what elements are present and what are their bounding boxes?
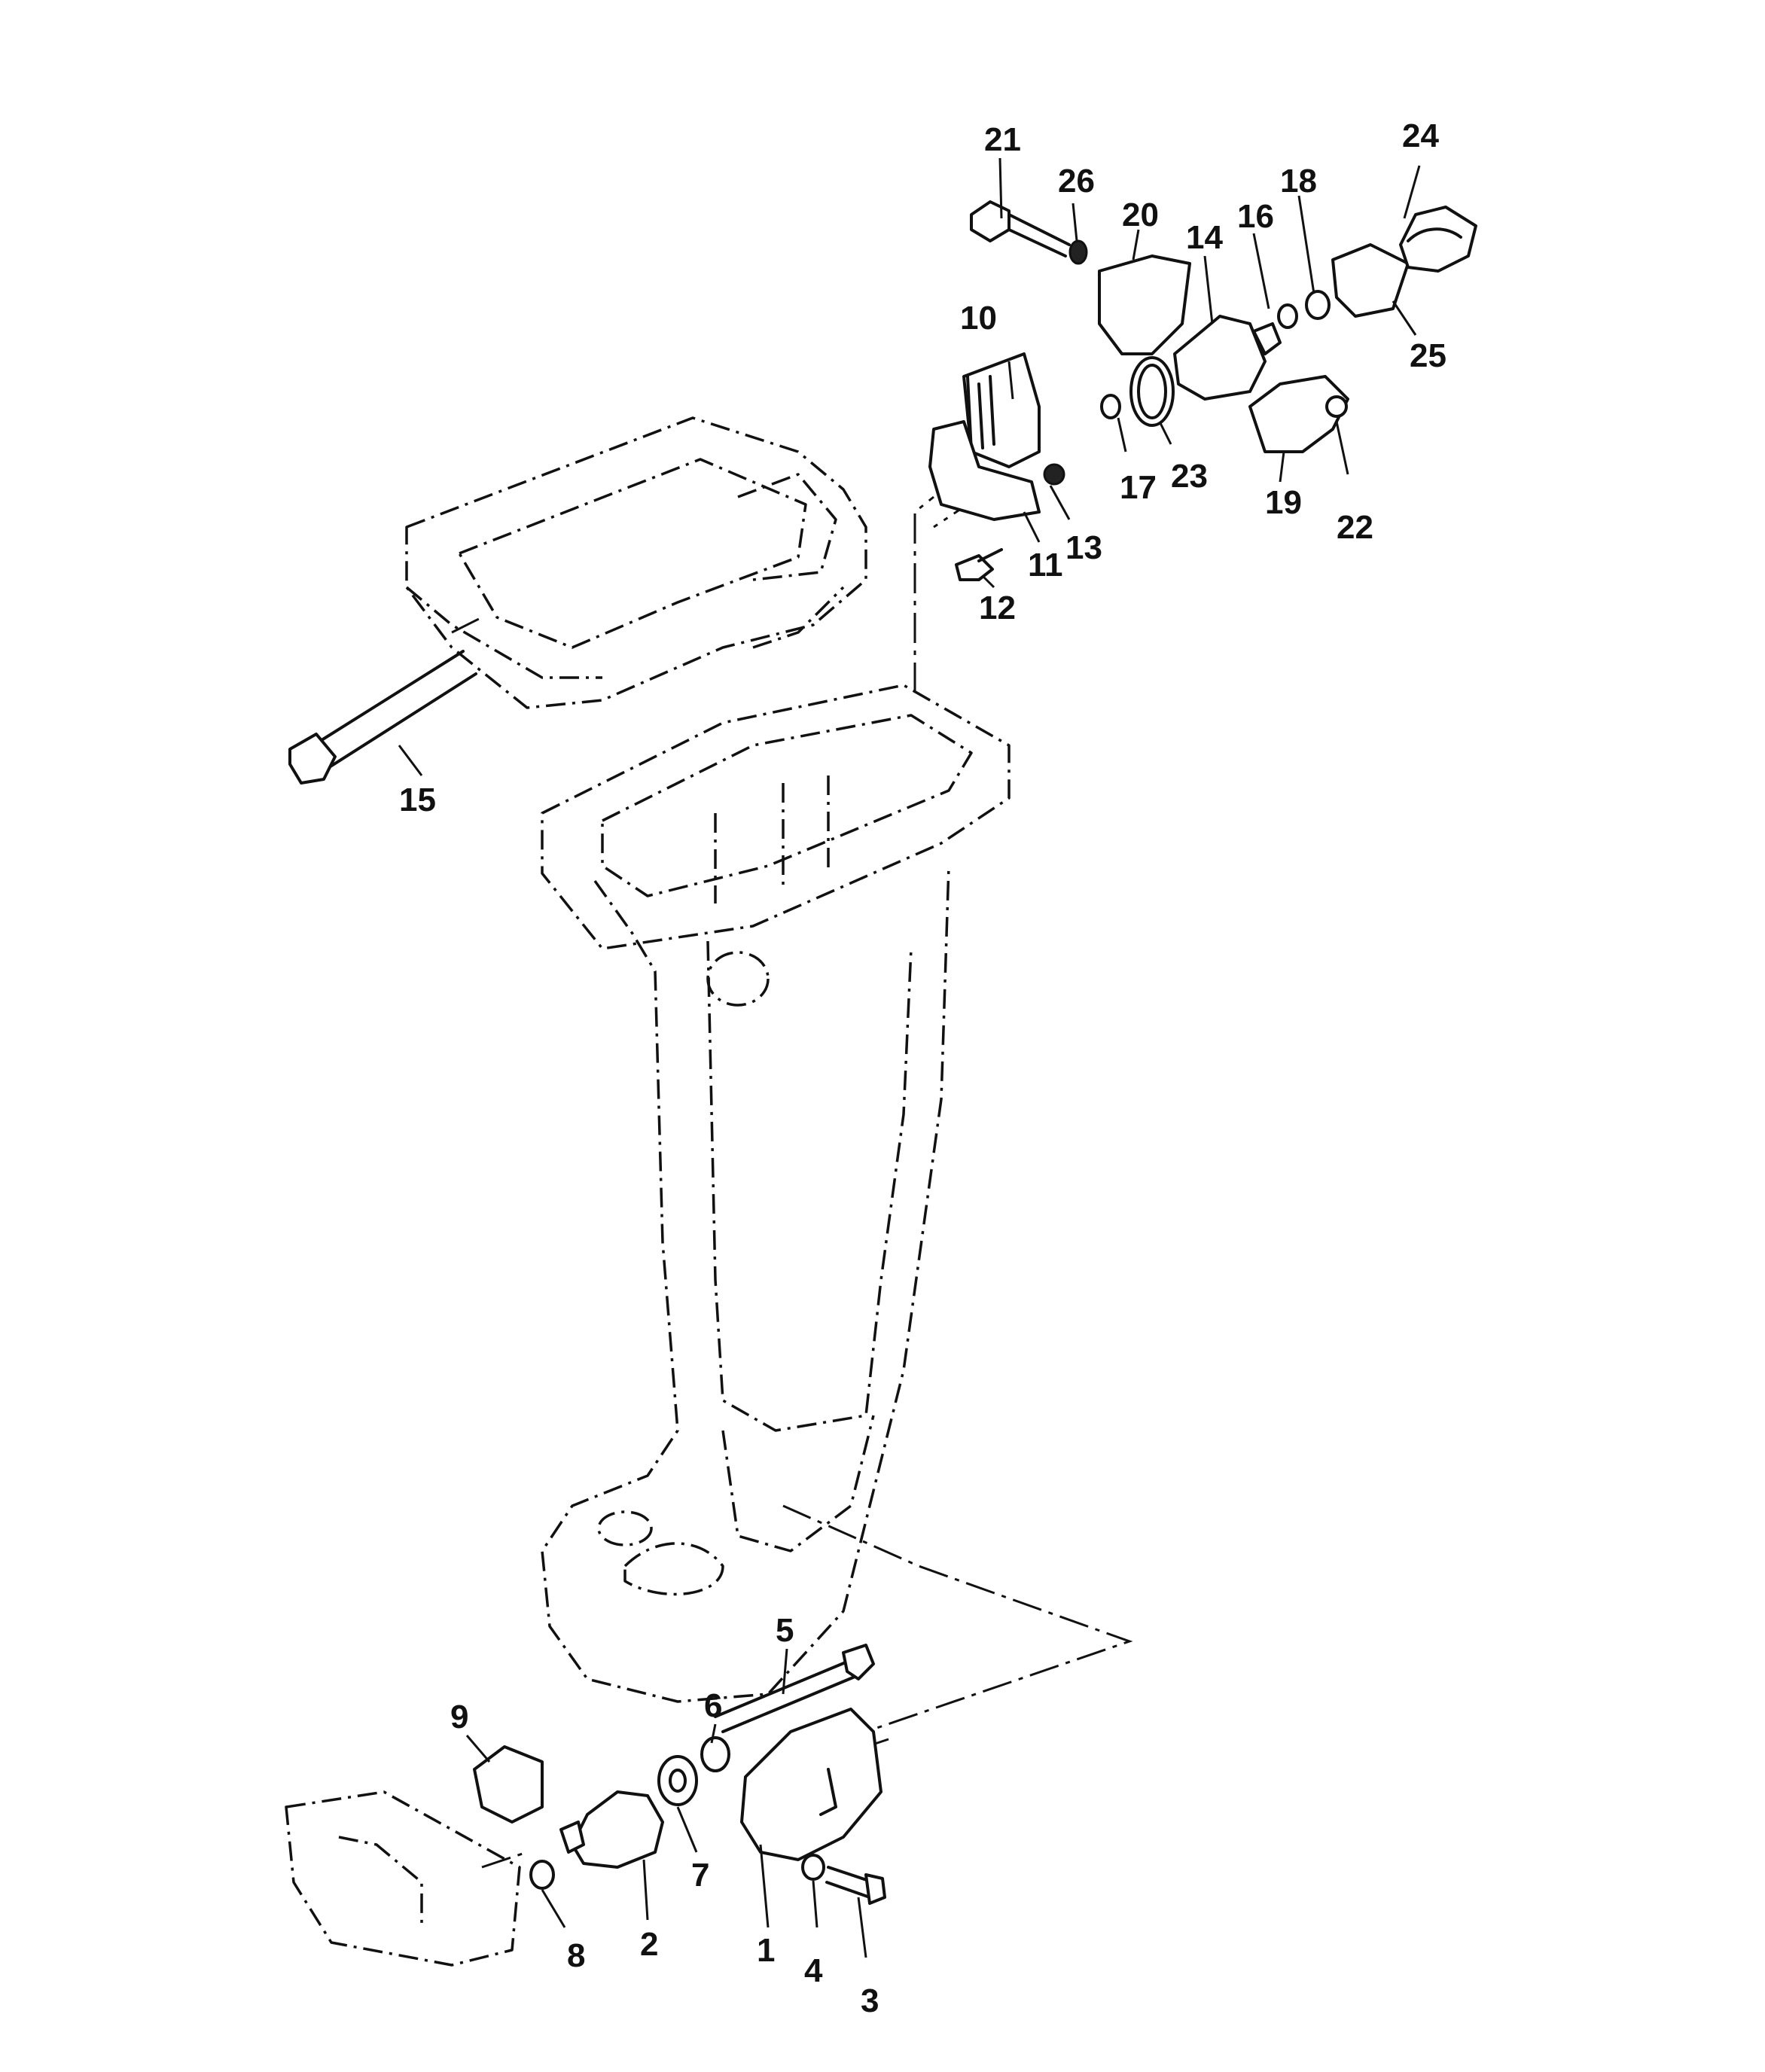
part-7-washer <box>657 1755 698 1806</box>
part-16-washer <box>1277 303 1298 329</box>
callout-5: 5 <box>776 1612 794 1649</box>
callout-2: 2 <box>640 1926 658 1963</box>
part-14-rubber-mount <box>1173 315 1282 401</box>
callout-13: 13 <box>1065 529 1102 566</box>
callout-21: 21 <box>984 121 1021 158</box>
callout-14: 14 <box>1186 219 1223 256</box>
callout-8: 8 <box>567 1937 585 1974</box>
part-22-nut <box>1325 395 1348 418</box>
part-18-washer <box>1305 290 1331 320</box>
callout-10: 10 <box>960 300 997 337</box>
reference-lines <box>451 495 1133 1869</box>
part-20-mount-half <box>1098 254 1191 355</box>
part-26-washer <box>1068 239 1088 265</box>
callout-17: 17 <box>1120 469 1157 506</box>
part-2-rubber-mount <box>559 1790 664 1869</box>
part-15-long-bolt <box>288 650 477 785</box>
callout-9: 9 <box>450 1699 468 1735</box>
callout-7: 7 <box>691 1857 709 1894</box>
callout-26: 26 <box>1058 163 1095 200</box>
callout-16: 16 <box>1237 198 1274 235</box>
part-12-screw <box>955 548 1003 581</box>
part-8-washer <box>529 1860 555 1890</box>
part-6-washer <box>700 1736 730 1772</box>
part-13-nut <box>1043 463 1065 486</box>
lower-cover-phantom <box>285 1790 521 1967</box>
part-5-bolt <box>714 1644 875 1733</box>
part-1-bracket <box>740 1708 882 1861</box>
callout-22: 22 <box>1337 509 1373 546</box>
callout-6: 6 <box>704 1687 722 1724</box>
leader-lines <box>398 157 1421 1958</box>
part-9-clamp <box>473 1745 544 1824</box>
driveshaft-housing-phantom <box>541 684 1011 1703</box>
part-4-washer <box>801 1854 825 1881</box>
callout-11: 11 <box>1028 547 1063 584</box>
callout-18: 18 <box>1280 163 1317 200</box>
mount-frame-phantom <box>405 416 867 709</box>
callout-4: 4 <box>804 1952 823 1989</box>
callout-3: 3 <box>861 1982 879 2019</box>
part-21-bolt <box>970 200 1071 257</box>
callout-19: 19 <box>1265 484 1302 521</box>
callout-12: 12 <box>979 590 1016 626</box>
callout-24: 24 <box>1402 117 1439 154</box>
callout-25: 25 <box>1410 337 1446 374</box>
part-24-cap <box>1399 206 1477 273</box>
part-11-bracket <box>928 420 1041 521</box>
callout-23: 23 <box>1171 458 1208 495</box>
part-10-block <box>962 352 1041 468</box>
part-17-washer <box>1100 394 1121 419</box>
callout-1: 1 <box>757 1932 775 1969</box>
callouts: 21 26 20 14 16 18 24 25 10 17 23 19 22 1… <box>399 117 1446 2019</box>
part-23-seal <box>1129 356 1175 427</box>
callout-15: 15 <box>399 782 436 818</box>
part-3-screw <box>825 1866 886 1905</box>
callout-20: 20 <box>1122 197 1159 233</box>
part-25-clamp <box>1331 243 1410 318</box>
